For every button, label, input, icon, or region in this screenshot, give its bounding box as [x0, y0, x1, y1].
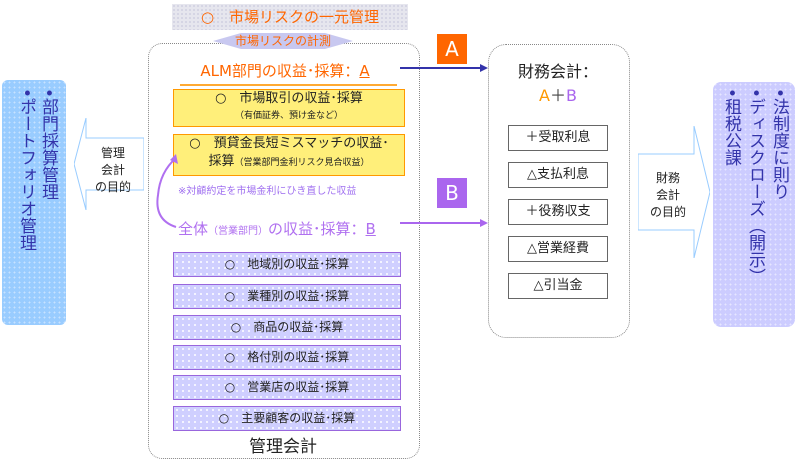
badge-b: B — [437, 178, 467, 208]
curved-arrow-head — [170, 154, 178, 164]
market-risk-measurement-tag: 市場リスクの計測 — [213, 33, 353, 49]
right-item-2: •ディスクローズ（開示） — [745, 88, 765, 286]
financial-formula: A＋B — [488, 82, 628, 106]
overall-title-paren: （営業部門） — [208, 226, 269, 237]
alm-letter: A — [359, 62, 370, 80]
overall-title-rest: の収益･採算： — [268, 220, 366, 238]
left-arrow-polygon — [74, 118, 144, 210]
curved-arrow — [156, 154, 178, 228]
financial-accounting-title: 財務会計： — [517, 62, 598, 81]
fin-item-fees: ＋役務収支 — [508, 199, 608, 225]
breakdown-rating: ○ 格付別の収益･採算 — [173, 345, 401, 370]
right-arrow-label: 財務 会計 の目的 — [642, 170, 694, 221]
arrow-b-head — [480, 219, 488, 227]
left-purpose-panel: •部門採算管理 •ポートフォリオ管理 — [2, 80, 66, 325]
right-item-3: •租税公課 — [721, 88, 741, 167]
left-arrow-label-1: 管理 — [100, 146, 125, 160]
mismatch-label-2: 採算 — [208, 154, 235, 169]
badge-a: A — [437, 34, 467, 64]
left-arrow-label-2: 会計 — [100, 163, 125, 177]
formula-a: A — [539, 86, 550, 105]
overall-title: 全体（営業部門）の収益･採算：B — [178, 218, 408, 239]
top-banner: ○ 市場リスクの一元管理 — [172, 4, 408, 30]
overall-title-main: 全体 — [178, 220, 209, 238]
fin-item-interest-received: ＋受取利息 — [508, 125, 608, 151]
mismatch-label: ○ 預貸金長短ミスマッチの収益･ — [189, 136, 389, 151]
alm-title: ALM部門の収益･採算：A — [160, 60, 410, 81]
breakdown-industry: ○ 業種別の収益･採算 — [173, 284, 401, 309]
fin-item-interest-paid: △支払利息 — [508, 162, 608, 188]
right-arrow-polygon — [638, 126, 710, 258]
left-arrow-label: 管理 会計 の目的 — [88, 145, 138, 196]
right-arrow-label-3: の目的 — [649, 205, 686, 219]
market-trade-label: ○ 市場取引の収益･採算 — [215, 91, 363, 106]
breakdown-customer: ○ 主要顧客の収益･採算 — [173, 406, 401, 431]
left-arrow-shape — [74, 118, 144, 210]
left-arrow-label-3: の目的 — [94, 180, 131, 194]
overall-letter: B — [365, 220, 376, 238]
flow-arrows — [400, 64, 488, 227]
note: ※対顧約定を市場金利にひき直した収益 — [178, 186, 357, 197]
right-purpose-panel: •法制度に則り •ディスクローズ（開示） •租税公課 — [713, 82, 795, 327]
fin-item-provisions: △引当金 — [508, 273, 608, 299]
management-accounting-label: 管理会計 — [249, 437, 317, 457]
market-trade-box: ○ 市場取引の収益･採算 （有価証券、預け金など） — [173, 89, 405, 127]
mismatch-sub: （営業部門金利リスク見合収益） — [234, 158, 370, 168]
fin-item-expenses: △営業経費 — [508, 236, 608, 262]
arrow-a-head — [480, 64, 488, 72]
right-item-1: •法制度に則り — [769, 88, 789, 201]
formula-op: ＋ — [549, 86, 566, 105]
left-item-2: •ポートフォリオ管理 — [16, 88, 36, 252]
market-trade-sub: （有価証券、預け金など） — [234, 111, 343, 121]
breakdown-product: ○ 商品の収益･採算 — [173, 315, 401, 340]
right-arrow-label-1: 財務 — [655, 171, 680, 185]
formula-b: B — [565, 86, 577, 105]
right-arrow-shape — [638, 126, 710, 258]
alm-title-text: ALM部門の収益･採算： — [200, 62, 360, 80]
curved-arrow-path — [156, 157, 177, 228]
breakdown-branch: ○ 営業店の収益･採算 — [173, 375, 401, 400]
left-item-1: •部門採算管理 — [38, 88, 58, 201]
alm-underline — [180, 84, 397, 86]
breakdown-region: ○ 地域別の収益･採算 — [173, 252, 401, 277]
right-arrow-label-2: 会計 — [655, 188, 680, 202]
mismatch-box: ○ 預貸金長短ミスマッチの収益･ 採算（営業部門金利リスク見合収益） — [173, 134, 405, 176]
